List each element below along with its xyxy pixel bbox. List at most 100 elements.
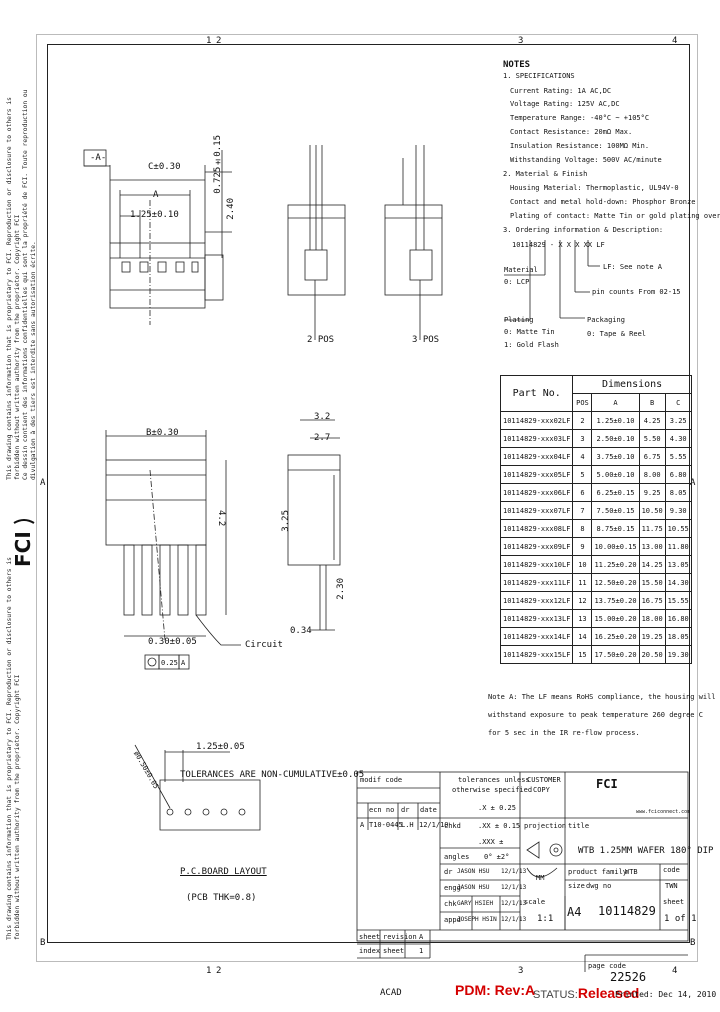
dim-cell-c: 15.55: [664, 591, 692, 610]
pcb-thickness: (PCB THK=0.8): [186, 893, 257, 903]
dim-cell-c: 5.55: [664, 447, 692, 466]
pcb-layout-label: P.C.BOARD LAYOUT: [180, 867, 267, 877]
tb-dwg-label: dwg no: [586, 882, 612, 890]
notes-line-12: 3. Ordering information & Description:: [503, 226, 664, 234]
dim-cell-c: 10.55: [664, 519, 692, 538]
tb-tol-xx: .XX ± 0.15: [478, 822, 521, 830]
dim-cell-b: 19.25: [638, 627, 666, 646]
dim-cell-part: 10114829-xxx02LF: [499, 411, 574, 430]
dim-cell-a: 7.50±0.15: [591, 501, 640, 520]
tb-date-chk: 12/1/13: [501, 900, 527, 907]
ordering-packaging: Packaging: [587, 316, 625, 324]
dim-cell-pos: 14: [572, 627, 593, 646]
tb-size-label: size: [568, 882, 585, 890]
ordering-material-value: 0: LCP: [504, 278, 530, 286]
dim-325: 3.25: [281, 510, 291, 532]
dim-table-col-pos: POS: [572, 393, 593, 412]
dim-cell-pos: 3: [572, 429, 593, 448]
dim-cell-part: 10114829-xxx13LF: [499, 609, 574, 628]
tb-title-label: title: [568, 822, 590, 830]
dim-cell-c: 9.30: [664, 501, 692, 520]
dim-b: B±0.30: [146, 428, 179, 438]
tb-sign-engg: engg: [444, 884, 461, 892]
notes-line-5: Contact Resistance: 20mΩ Max.: [510, 128, 633, 136]
dim-cell-a: 16.25±0.20: [591, 627, 640, 646]
tb-sign-chk: chk: [444, 900, 457, 908]
dim-034: 0.34: [290, 626, 312, 636]
footer-printed: Printed: Dec 14, 2010: [615, 990, 717, 999]
dim-table-col-b: B: [638, 393, 666, 412]
dim-cell-c: 11.80: [664, 537, 692, 556]
footer-status-value: Released: [577, 985, 640, 1001]
tb-name-chk: GARY HSIEH: [457, 900, 494, 907]
tb-projection-label: projection: [524, 822, 567, 830]
dim-cell-c: 16.80: [664, 609, 692, 628]
tb-sheet-value: 1 of 1: [664, 914, 697, 924]
dim-cell-b: 8.00: [638, 465, 666, 484]
tb-row-a-dr: L.H: [401, 821, 414, 829]
tb-sheet-bottom: sheet: [359, 933, 381, 941]
position-tolerance: 0.25: [161, 659, 178, 667]
tb-sign-appd: appd: [444, 916, 461, 924]
dim-cell-part: 10114829-xxx04LF: [499, 447, 574, 466]
ordering-plating-tin: 0: Matte Tin: [504, 328, 555, 336]
tb-scale-value: 1:1: [537, 914, 554, 924]
dim-cell-b: 16.75: [638, 591, 666, 610]
dim-cell-part: 10114829-xxx07LF: [499, 501, 574, 520]
grid-col-4-bottom: 4: [672, 966, 678, 976]
note-a-line-2: withstand exposure to peak temperature 2…: [488, 711, 703, 719]
pcb-pitch: 1.25±0.05: [196, 742, 245, 752]
dim-cell-pos: 9: [572, 537, 593, 556]
dim-cell-b: 11.75: [638, 519, 666, 538]
tb-name-dr: JASON HSU: [457, 868, 490, 875]
fci-side-logo: FCI: [10, 515, 38, 579]
dim-cell-c: 13.05: [664, 555, 692, 574]
tb-sheet2: sheet: [383, 947, 405, 955]
tb-dwg-value: 10114829: [598, 904, 656, 918]
grid-col-2-top: 2: [216, 36, 222, 46]
tb-tol-angle: 0° ±2°: [484, 853, 510, 861]
dim-cell-b: 10.50: [638, 501, 666, 520]
tb-scale-label: scale: [524, 898, 546, 906]
grid-row-b-right: B: [690, 938, 696, 948]
dim-cell-b: 4.25: [638, 411, 666, 430]
dim-cell-a: 15.00±0.20: [591, 609, 640, 628]
svg-text:FCI: FCI: [11, 531, 35, 567]
tb-code-label: code: [663, 866, 680, 874]
dim-230: 2.30: [336, 578, 346, 600]
dim-c: C±0.30: [148, 162, 181, 172]
notes-line-3: Voltage Rating: 125V AC,DC: [510, 100, 620, 108]
dim-cell-a: 1.25±0.10: [591, 411, 640, 430]
dim-cell-b: 14.25: [638, 555, 666, 574]
dim-240: 2.40: [226, 198, 236, 220]
tb-col-ecn: ecn no: [369, 806, 395, 814]
footer-pdm: PDM: Rev:A: [455, 982, 536, 998]
dim-cell-a: 3.75±0.10: [591, 447, 640, 466]
footer-acad: ACAD: [380, 988, 402, 998]
tolerance-note: TOLERANCES ARE NON-CUMULATIVE±0.05: [180, 770, 365, 780]
tb-angles-label: angles: [444, 853, 470, 861]
grid-row-b-left: B: [40, 938, 46, 948]
tb-date-engg: 12/1/13: [501, 884, 527, 891]
dim-cell-pos: 13: [572, 609, 593, 628]
dim-cell-b: 18.00: [638, 609, 666, 628]
dim-cell-c: 14.30: [664, 573, 692, 592]
dim-cell-c: 3.25: [664, 411, 692, 430]
tb-product-family-value: WTB: [625, 868, 638, 876]
tb-tol-x: .X ± 0.25: [478, 804, 516, 812]
dim-cell-c: 4.30: [664, 429, 692, 448]
dim-cell-c: 6.80: [664, 465, 692, 484]
dim-pitch: 1.25±0.10: [130, 210, 179, 220]
dim-cell-a: 5.00±0.10: [591, 465, 640, 484]
tb-copy: COPY: [533, 786, 550, 794]
dim-cell-b: 15.50: [638, 573, 666, 592]
grid-col-4-top: 4: [672, 36, 678, 46]
notes-line-7: Withstanding Voltage: 500V AC/minute: [510, 156, 662, 164]
